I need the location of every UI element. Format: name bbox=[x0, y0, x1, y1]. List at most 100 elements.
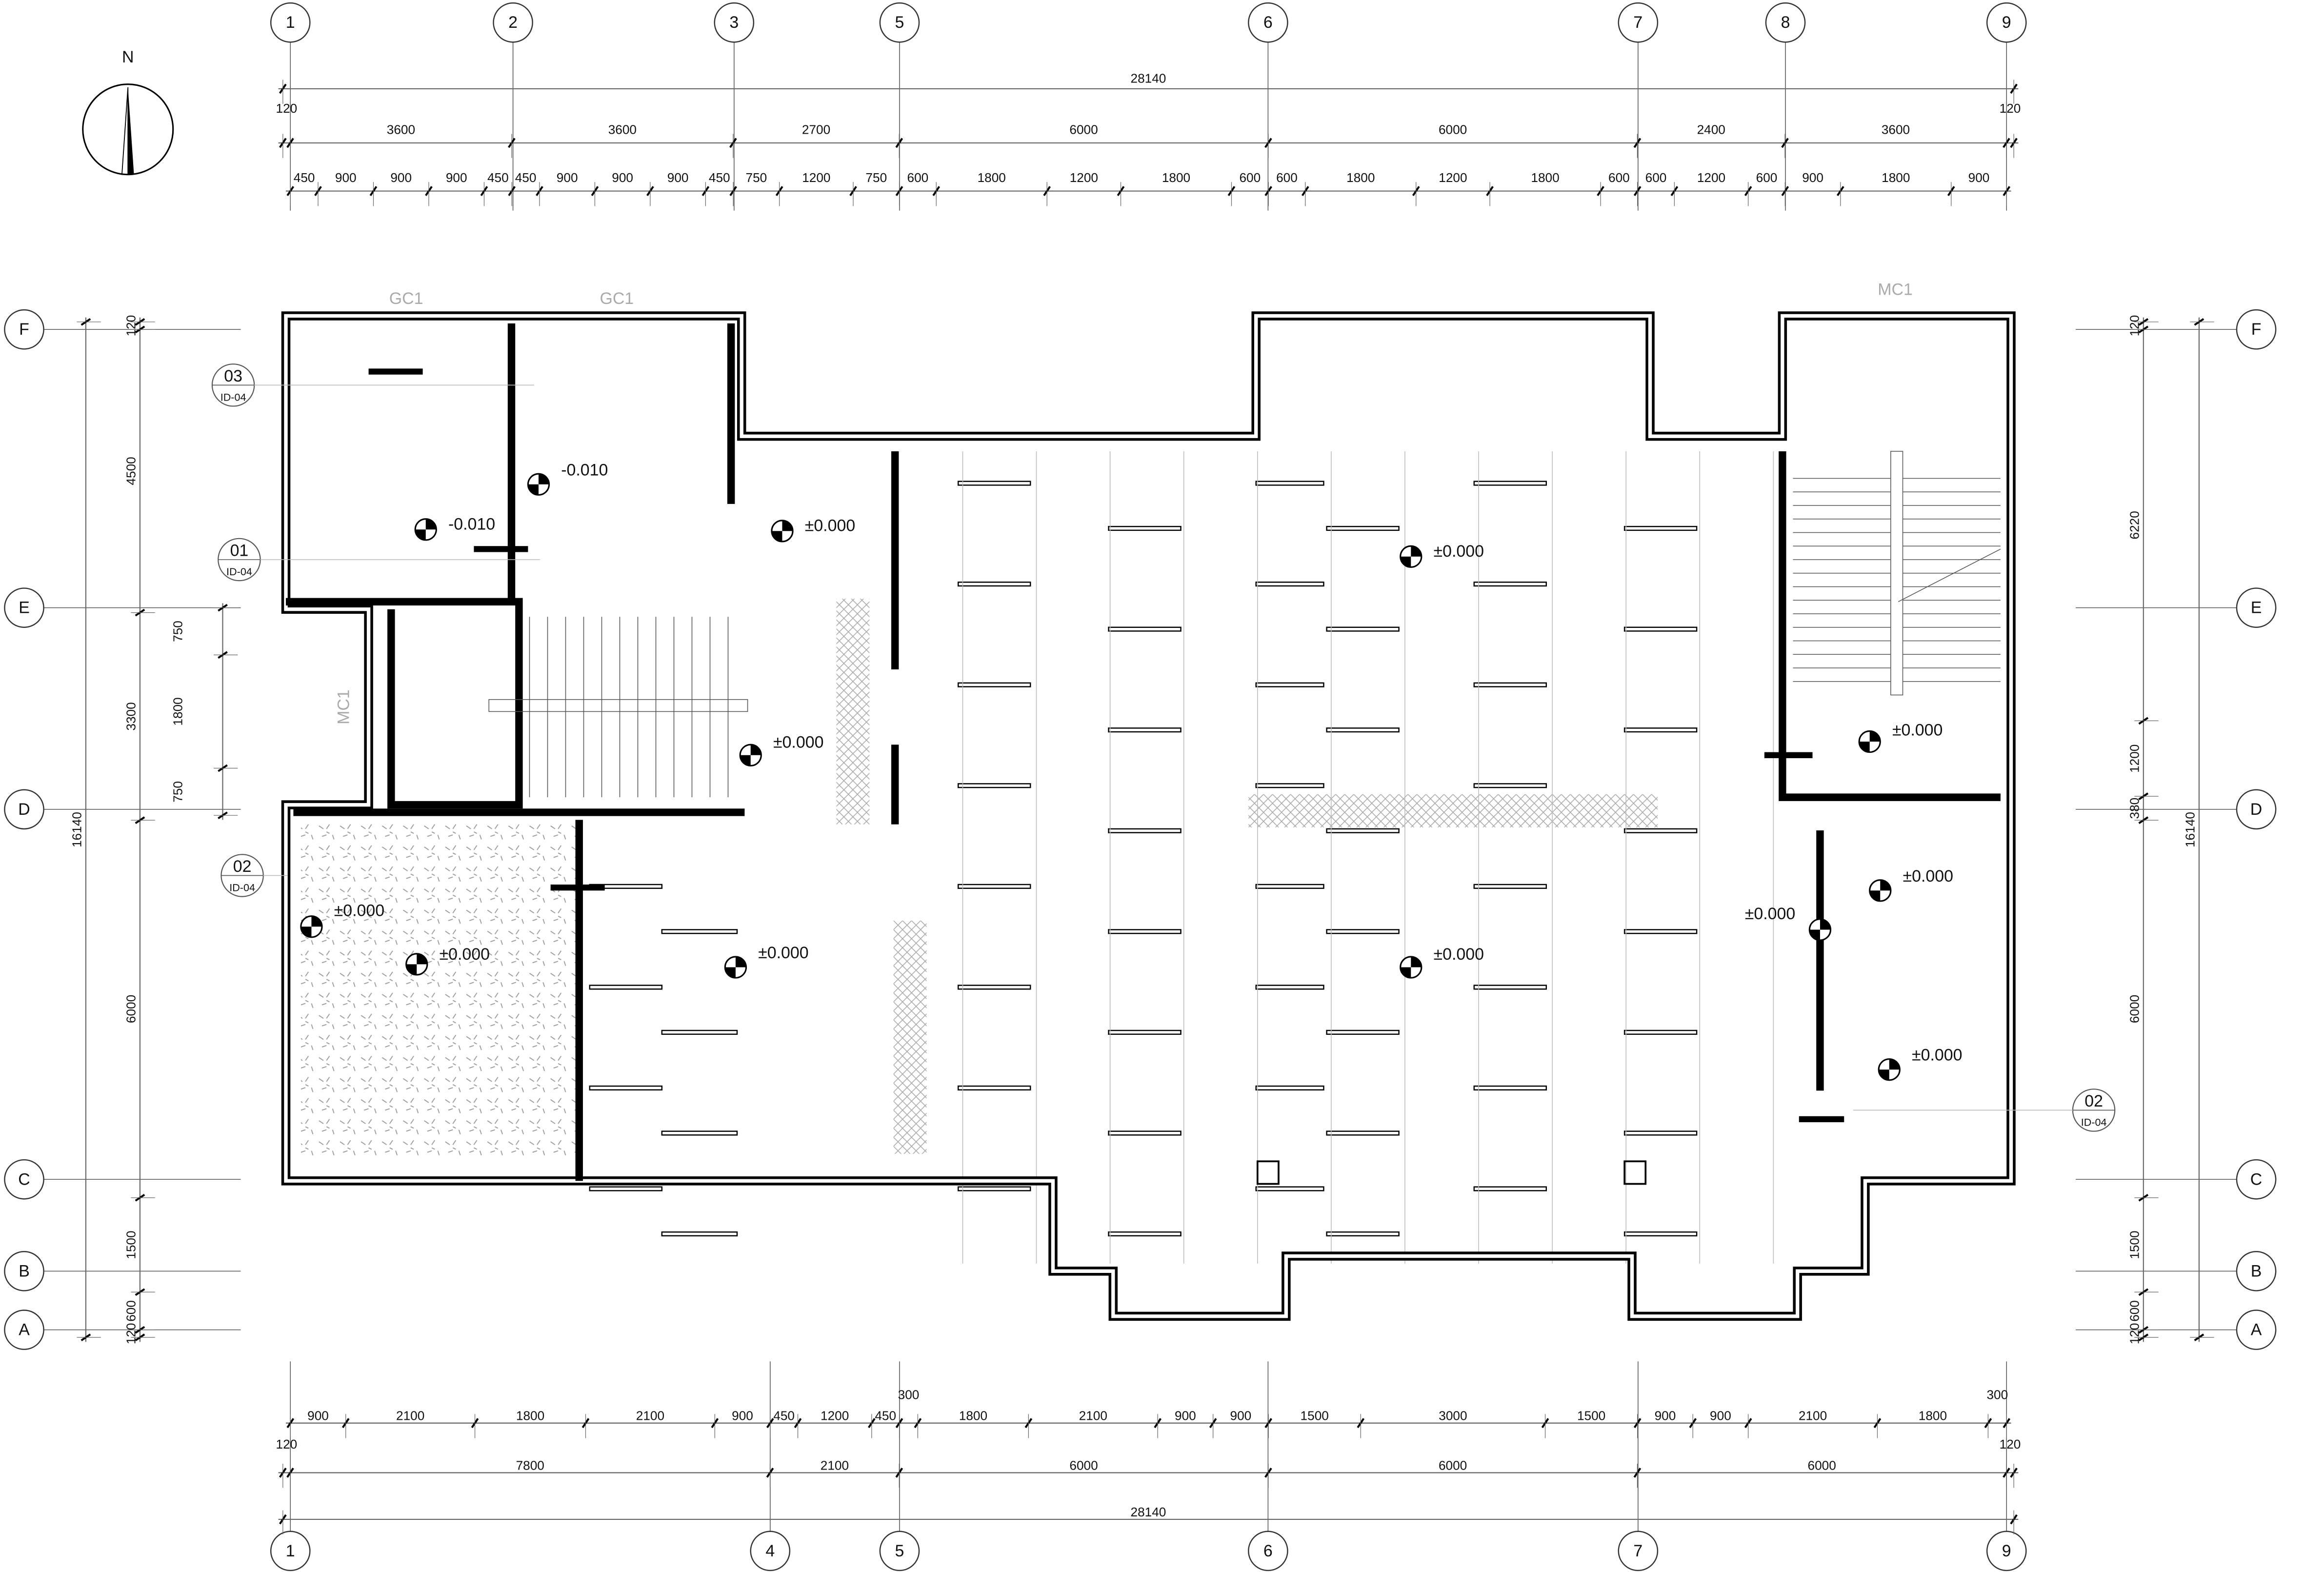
axis-bubble bbox=[2236, 1159, 2277, 1200]
dimension-label: 120 bbox=[2000, 101, 2021, 116]
section-sheet: ID-04 bbox=[2081, 1116, 2107, 1129]
axis-bubble bbox=[1986, 1531, 2027, 1572]
window-tag: GC1 bbox=[389, 289, 423, 308]
floor-tile-bar bbox=[957, 682, 1031, 687]
dimension-label: 900 bbox=[667, 170, 689, 185]
axis-label: 3 bbox=[729, 13, 739, 32]
dimension-label: 600 bbox=[1276, 170, 1298, 185]
floor-tile-bar bbox=[1623, 929, 1698, 934]
door-tag: MC1 bbox=[335, 689, 353, 725]
elevation-marker: -0.010 bbox=[527, 461, 608, 496]
dimension-label: 3600 bbox=[1882, 122, 1910, 137]
floor-tile-bar bbox=[1108, 525, 1182, 531]
floor-tile-bar bbox=[957, 481, 1031, 486]
axis-bubble bbox=[270, 1531, 311, 1572]
dimension-label: 1500 bbox=[1301, 1409, 1329, 1423]
outer-wall-core bbox=[284, 314, 2013, 1318]
axis-label: 6 bbox=[1263, 13, 1273, 32]
north-label: N bbox=[122, 48, 134, 66]
floor-tile-bar bbox=[1473, 783, 1547, 788]
dimension-label: 750 bbox=[170, 781, 185, 803]
dimension-label: 6000 bbox=[1808, 1458, 1836, 1472]
floor-tile-bar bbox=[1255, 884, 1324, 889]
axis-bubble bbox=[879, 2, 920, 43]
floor-tile-bar bbox=[1108, 929, 1182, 934]
dimension-label: 900 bbox=[612, 170, 633, 185]
dimension-label: 900 bbox=[1710, 1409, 1731, 1423]
floor-tile-bar bbox=[1326, 1029, 1400, 1035]
dimension-label: 120 bbox=[276, 101, 298, 116]
floor-tile-bar bbox=[1326, 929, 1400, 934]
floor-tile-bar bbox=[661, 1029, 738, 1035]
floor-tile-bar bbox=[1623, 525, 1698, 531]
section-number: 03 bbox=[224, 367, 242, 385]
dimension-label: 16140 bbox=[70, 812, 84, 847]
dimension-label: 3000 bbox=[1439, 1409, 1467, 1423]
floor-tile-bar bbox=[1473, 682, 1547, 687]
axis-label: 7 bbox=[1633, 13, 1643, 32]
floor-tile-bar bbox=[1326, 1130, 1400, 1136]
floor-finishes bbox=[301, 451, 1774, 1264]
dimension-label: 450 bbox=[487, 170, 509, 185]
floor-tile-bar bbox=[1473, 481, 1547, 486]
elevation-marker: ±0.000 bbox=[405, 945, 490, 976]
dimension-label: 900 bbox=[446, 170, 467, 185]
dimension-label: 1800 bbox=[516, 1409, 544, 1423]
dimension-label: 2100 bbox=[396, 1409, 424, 1423]
dimension-label: 450 bbox=[875, 1409, 896, 1423]
section-sheet: ID-04 bbox=[229, 882, 255, 894]
axis-bubble bbox=[750, 1531, 791, 1572]
elevation-value: ±0.000 bbox=[1892, 721, 1943, 740]
dimension-label: 120 bbox=[2127, 315, 2142, 337]
floor-tile-bar bbox=[1326, 626, 1400, 632]
axis-bubble bbox=[4, 309, 44, 350]
axis-label: F bbox=[2251, 320, 2262, 339]
elevation-marker: ±0.000 bbox=[1878, 1046, 1962, 1081]
dimension-label: 6000 bbox=[1439, 122, 1467, 137]
elevation-marker: ±0.000 bbox=[724, 944, 809, 979]
axis-bubble bbox=[2236, 309, 2277, 350]
dimension-label: 6000 bbox=[1069, 1458, 1098, 1472]
dimension-label: 1800 bbox=[978, 170, 1006, 185]
axis-label: A bbox=[2251, 1321, 2262, 1339]
axis-label: 4 bbox=[765, 1542, 775, 1560]
section-number: 02 bbox=[2084, 1092, 2103, 1110]
elevation-value: -0.010 bbox=[561, 461, 608, 479]
axis-label: B bbox=[2251, 1262, 2262, 1280]
dimension-label: 7800 bbox=[516, 1458, 544, 1472]
columns bbox=[1256, 1160, 1647, 1185]
axis-label: F bbox=[19, 320, 29, 339]
dimension-label: 1200 bbox=[1439, 170, 1467, 185]
floor-tile-bar bbox=[1473, 581, 1547, 587]
axis-bubble bbox=[1986, 2, 2027, 43]
axis-label: 1 bbox=[286, 1542, 295, 1560]
floor-tile-bar bbox=[1473, 1186, 1547, 1191]
floor-tile-bar bbox=[1255, 682, 1324, 687]
dimension-label: 600 bbox=[1608, 170, 1630, 185]
floor-tile-bar bbox=[661, 1231, 738, 1237]
elevation-value: ±0.000 bbox=[1903, 867, 1953, 886]
axis-bubble bbox=[1248, 2, 1288, 43]
dimension-label: 900 bbox=[1802, 170, 1823, 185]
elevation-marker: ±0.000 bbox=[771, 516, 855, 543]
dimension-label: 300 bbox=[1986, 1387, 2008, 1402]
axis-bubble bbox=[879, 1531, 920, 1572]
floor-tile-bar bbox=[1623, 626, 1698, 632]
floor-tile-bar bbox=[1623, 828, 1698, 833]
floor-tile-bar bbox=[957, 783, 1031, 788]
dimension-label: 28140 bbox=[1131, 1505, 1166, 1519]
dimension-label: 6000 bbox=[124, 995, 139, 1023]
elevation-marker: ±0.000 bbox=[1400, 542, 1484, 568]
floor-tile-bar bbox=[1326, 525, 1400, 531]
floor-tile-bar bbox=[1108, 828, 1182, 833]
dimension-label: 3300 bbox=[124, 702, 139, 730]
section-sheet: ID-04 bbox=[220, 391, 246, 403]
dimension-label: 1500 bbox=[1577, 1409, 1605, 1423]
dimension-label: 1500 bbox=[2127, 1230, 2142, 1259]
dimension-label: 900 bbox=[1655, 1409, 1676, 1423]
dimension-label: 16140 bbox=[2183, 812, 2198, 847]
north-arrow-icon bbox=[128, 87, 134, 175]
elevation-marker: ±0.000 bbox=[739, 733, 823, 766]
axis-label: E bbox=[19, 599, 30, 617]
axis-bubble bbox=[714, 2, 755, 43]
